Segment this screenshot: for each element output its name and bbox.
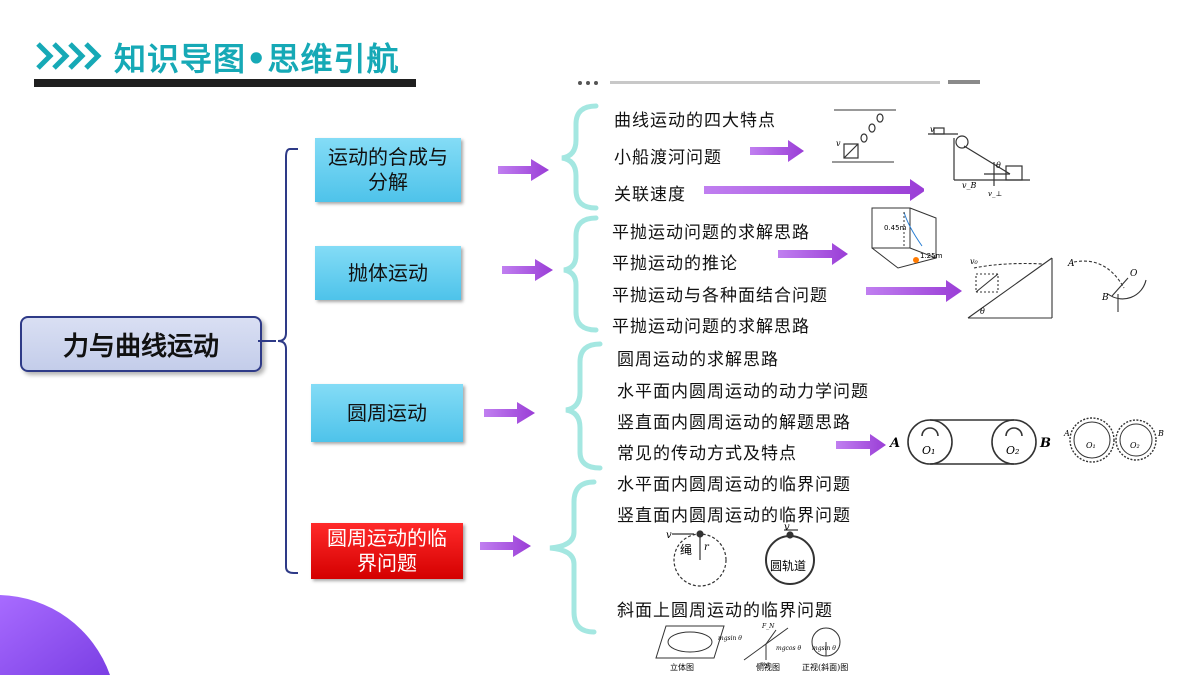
item-projectile-corollary[interactable]: 平抛运动的推论 xyxy=(612,254,738,274)
belt-o2-label: O₂ xyxy=(1006,444,1019,457)
item-projectile-approach[interactable]: 平抛运动问题的求解思路 xyxy=(612,223,810,243)
item-projectile-surfaces[interactable]: 平抛运动与各种面结合问题 xyxy=(612,286,828,306)
pulley-vb-label: v_B xyxy=(962,181,977,190)
gears-figure: A B O₁ O₂ xyxy=(1062,414,1166,466)
page-title: 知识导图•思维引航 xyxy=(114,40,400,78)
arc-figure: A O B xyxy=(1066,248,1150,320)
rope-v-label: v xyxy=(666,530,672,541)
boat-crossing-figure: v xyxy=(826,106,898,166)
topic-motion-composition[interactable]: 运动的合成与分解 xyxy=(315,138,461,202)
gear-b-label: B xyxy=(1157,429,1164,438)
topic-label-line2: 分解 xyxy=(368,170,408,194)
view3d-label: 立体图 xyxy=(670,662,694,672)
chevrons-icon xyxy=(36,42,102,70)
topic-label-line1: 圆周运动的临 xyxy=(327,526,447,550)
topic-label-line2: 界问题 xyxy=(357,551,417,575)
title-underline xyxy=(34,79,416,87)
gear-o2-label: O₂ xyxy=(1130,441,1140,450)
item-transmission[interactable]: 常见的传动方式及特点 xyxy=(617,444,797,464)
belt-drive-figure: A B O₁ O₂ xyxy=(888,416,1054,468)
header-divider-end xyxy=(948,80,980,84)
incline-figure: 立体图 侧视图 正视(斜面)图 mgsin θ mgcos θ mg F_N m… xyxy=(652,620,856,674)
item-horizontal-dynamics[interactable]: 水平面内圆周运动的动力学问题 xyxy=(617,382,869,402)
root-brace xyxy=(258,148,298,574)
item-vertical-critical[interactable]: 竖直面内圆周运动的临界问题 xyxy=(617,506,851,526)
slope-theta-label: θ xyxy=(980,307,985,316)
arrow-icon xyxy=(498,159,549,181)
mgsin2-label: mgsin θ xyxy=(812,645,836,652)
corner-decoration xyxy=(0,595,110,675)
group-brace xyxy=(561,103,599,211)
item-vertical-approach[interactable]: 竖直面内圆周运动的解题思路 xyxy=(617,413,851,433)
pulley-figure: v v_B θ v_⊥ xyxy=(924,124,1034,200)
item-boat-crossing[interactable]: 小船渡河问题 xyxy=(614,148,722,168)
arrow-icon xyxy=(866,280,962,302)
pulley-theta-label: θ xyxy=(996,161,1001,170)
item-projectile-approach-2[interactable]: 平抛运动问题的求解思路 xyxy=(612,317,810,337)
rope-r-label: r xyxy=(704,542,710,553)
group-brace xyxy=(549,479,597,635)
arc-o-label: O xyxy=(1130,269,1138,279)
item-horizontal-critical[interactable]: 水平面内圆周运动的临界问题 xyxy=(617,475,851,495)
item-incline-critical[interactable]: 斜面上圆周运动的临界问题 xyxy=(617,601,833,621)
root-node[interactable]: 力与曲线运动 xyxy=(20,316,262,372)
divider-dot xyxy=(578,81,582,85)
projectile-height-figure: 0.45m 1.25m xyxy=(870,206,946,270)
divider-dot xyxy=(594,81,598,85)
arc-b-label: B xyxy=(1101,293,1109,303)
pulley-vt-label: v_⊥ xyxy=(988,190,1002,198)
arc-a-label: A xyxy=(1067,259,1075,269)
header-divider xyxy=(610,81,940,84)
topic-label-line1: 运动的合成与 xyxy=(328,145,448,169)
topic-circular-critical[interactable]: 圆周运动的临界问题 xyxy=(311,523,463,579)
topic-projectile[interactable]: 抛体运动 xyxy=(315,246,461,300)
belt-o1-label: O₁ xyxy=(922,444,935,457)
height-label-1: 0.45m xyxy=(884,224,907,232)
slope-figure: v₀ θ xyxy=(964,248,1056,322)
slope-v0-label: v₀ xyxy=(970,257,979,266)
gear-o1-label: O₁ xyxy=(1086,441,1096,450)
boat-v-label: v xyxy=(836,139,841,148)
arrow-icon xyxy=(836,434,886,456)
item-related-velocity[interactable]: 关联速度 xyxy=(614,185,686,205)
rail-label: 圆轨道 xyxy=(770,559,806,573)
arrow-icon xyxy=(480,535,531,557)
rope-rail-figure: v 绳 r v 圆轨道 xyxy=(664,524,820,590)
belt-a-label: A xyxy=(888,436,900,451)
pulley-v-label: v xyxy=(930,125,935,134)
group-brace xyxy=(565,341,603,471)
front-view-label: 正视(斜面)图 xyxy=(802,662,848,672)
mg-label: mg xyxy=(760,661,770,668)
group-brace xyxy=(563,215,599,333)
rail-v-label: v xyxy=(784,524,790,533)
side-view-label: 侧视图 xyxy=(756,662,780,672)
item-circular-approach[interactable]: 圆周运动的求解思路 xyxy=(617,350,779,370)
mgsin-label: mgsin θ xyxy=(718,635,742,642)
height-label-2: 1.25m xyxy=(920,252,943,260)
mgcos-label: mgcos θ xyxy=(776,645,801,652)
item-curve-features[interactable]: 曲线运动的四大特点 xyxy=(614,111,776,131)
arrow-icon xyxy=(704,179,926,201)
arrow-icon xyxy=(502,259,553,281)
arrow-icon xyxy=(778,243,848,265)
belt-b-label: B xyxy=(1039,436,1051,451)
arrow-icon xyxy=(750,140,804,162)
fn-label: F_N xyxy=(761,623,775,630)
topic-circular[interactable]: 圆周运动 xyxy=(311,384,463,442)
divider-dot xyxy=(586,81,590,85)
rope-label: 绳 xyxy=(680,543,692,557)
arrow-icon xyxy=(484,402,535,424)
gear-a-label: A xyxy=(1063,429,1070,438)
